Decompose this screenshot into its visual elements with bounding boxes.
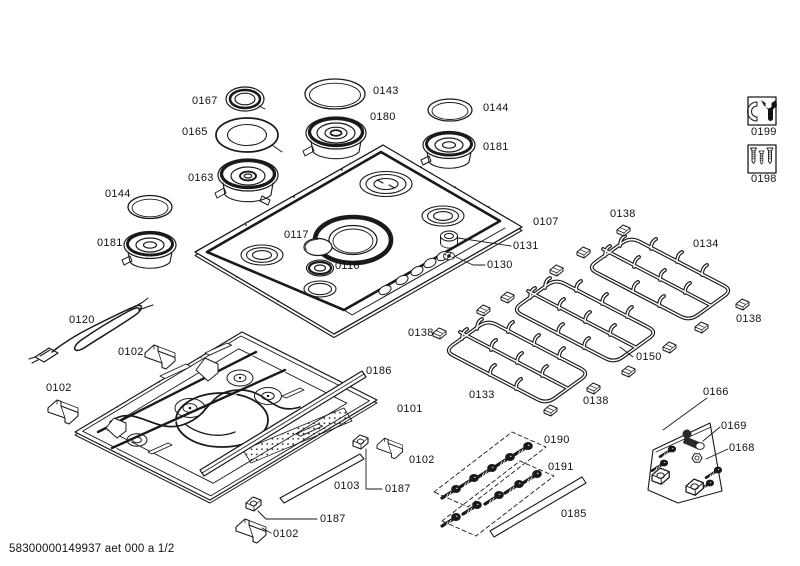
screws-icon <box>747 144 777 174</box>
part-0117-burner-cap <box>303 237 333 257</box>
part-0134-pan-support <box>592 236 729 318</box>
part-0116-burner-body <box>305 259 335 277</box>
part-0166-mounting-kit <box>647 422 723 504</box>
part-0143-burner-cap-large <box>304 78 366 110</box>
part-0180-burner-body-large <box>302 116 367 160</box>
leader-lines <box>257 237 729 534</box>
part-0190-screw-set <box>433 431 547 508</box>
part-0133-pan-support <box>449 319 586 401</box>
part-0163-burner-body <box>214 158 279 206</box>
part-0165-ring <box>215 117 283 153</box>
part-0144-burner-cap-right <box>427 98 473 122</box>
part-0167-cap-ring <box>225 86 266 112</box>
part-0120-power-cord <box>28 297 154 364</box>
part-0181-burner-body-right <box>420 130 476 169</box>
part-0130-igniter <box>443 251 455 261</box>
cooktop-panel <box>194 144 523 339</box>
part-0169-gas-elbow <box>682 429 705 450</box>
document-code: 58300000149937 aet 000 a 1/2 <box>9 543 175 555</box>
part-0144-burner-cap-left <box>127 194 173 220</box>
burner-openings <box>240 170 465 298</box>
panel-rim-dots <box>236 166 490 302</box>
part-0186-profile-bar <box>199 370 367 477</box>
part-0181-burner-body-left <box>121 230 177 269</box>
part-0185-strip <box>489 476 587 538</box>
part-0131-control-knob <box>440 230 458 249</box>
wrench-tool-icon <box>747 96 777 126</box>
part-0191-screw-set <box>440 460 555 537</box>
part-0103-strip <box>279 453 365 504</box>
part-0101-base-tray <box>74 331 378 504</box>
part-0168-nut <box>691 453 703 463</box>
